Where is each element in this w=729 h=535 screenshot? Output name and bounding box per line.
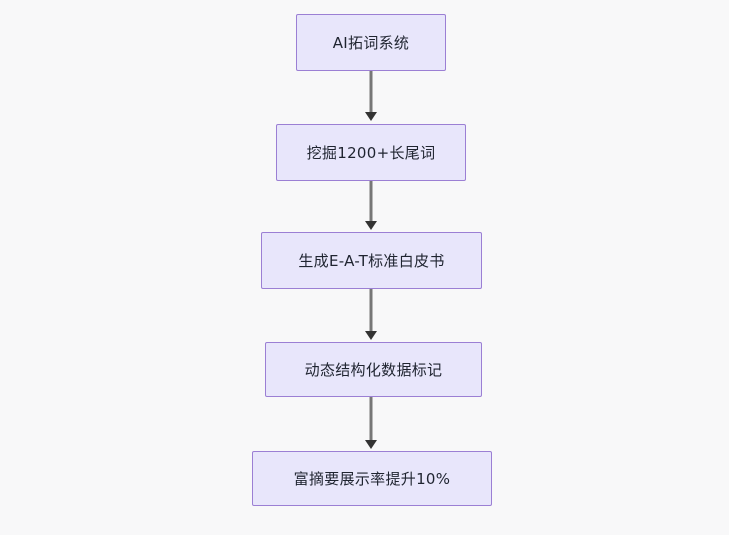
connector-node2-node3 [369, 181, 373, 225]
connector-node3-node4 [369, 289, 373, 334]
flow-node-mine-longtail-keywords[interactable]: 挖掘1200+长尾词 [276, 124, 466, 181]
flow-node-label: AI拓词系统 [332, 33, 410, 52]
arrowhead-node4-node5 [365, 440, 377, 449]
flow-node-label: 动态结构化数据标记 [304, 360, 443, 379]
flow-node-rich-snippet-rate-increase[interactable]: 富摘要展示率提升10% [252, 451, 492, 506]
connector-node4-node5 [369, 397, 373, 443]
flow-node-label: 生成E-A-T标准白皮书 [298, 251, 445, 270]
flow-node-generate-eat-whitepaper[interactable]: 生成E-A-T标准白皮书 [261, 232, 482, 289]
arrowhead-node1-node2 [365, 112, 377, 121]
arrowhead-node3-node4 [365, 331, 377, 340]
flow-node-ai-keyword-system[interactable]: AI拓词系统 [296, 14, 446, 71]
flow-node-dynamic-structured-data-markup[interactable]: 动态结构化数据标记 [265, 342, 482, 397]
arrowhead-node2-node3 [365, 221, 377, 230]
connector-node1-node2 [369, 71, 373, 115]
flow-node-label: 富摘要展示率提升10% [293, 469, 451, 488]
flow-node-label: 挖掘1200+长尾词 [306, 143, 436, 162]
